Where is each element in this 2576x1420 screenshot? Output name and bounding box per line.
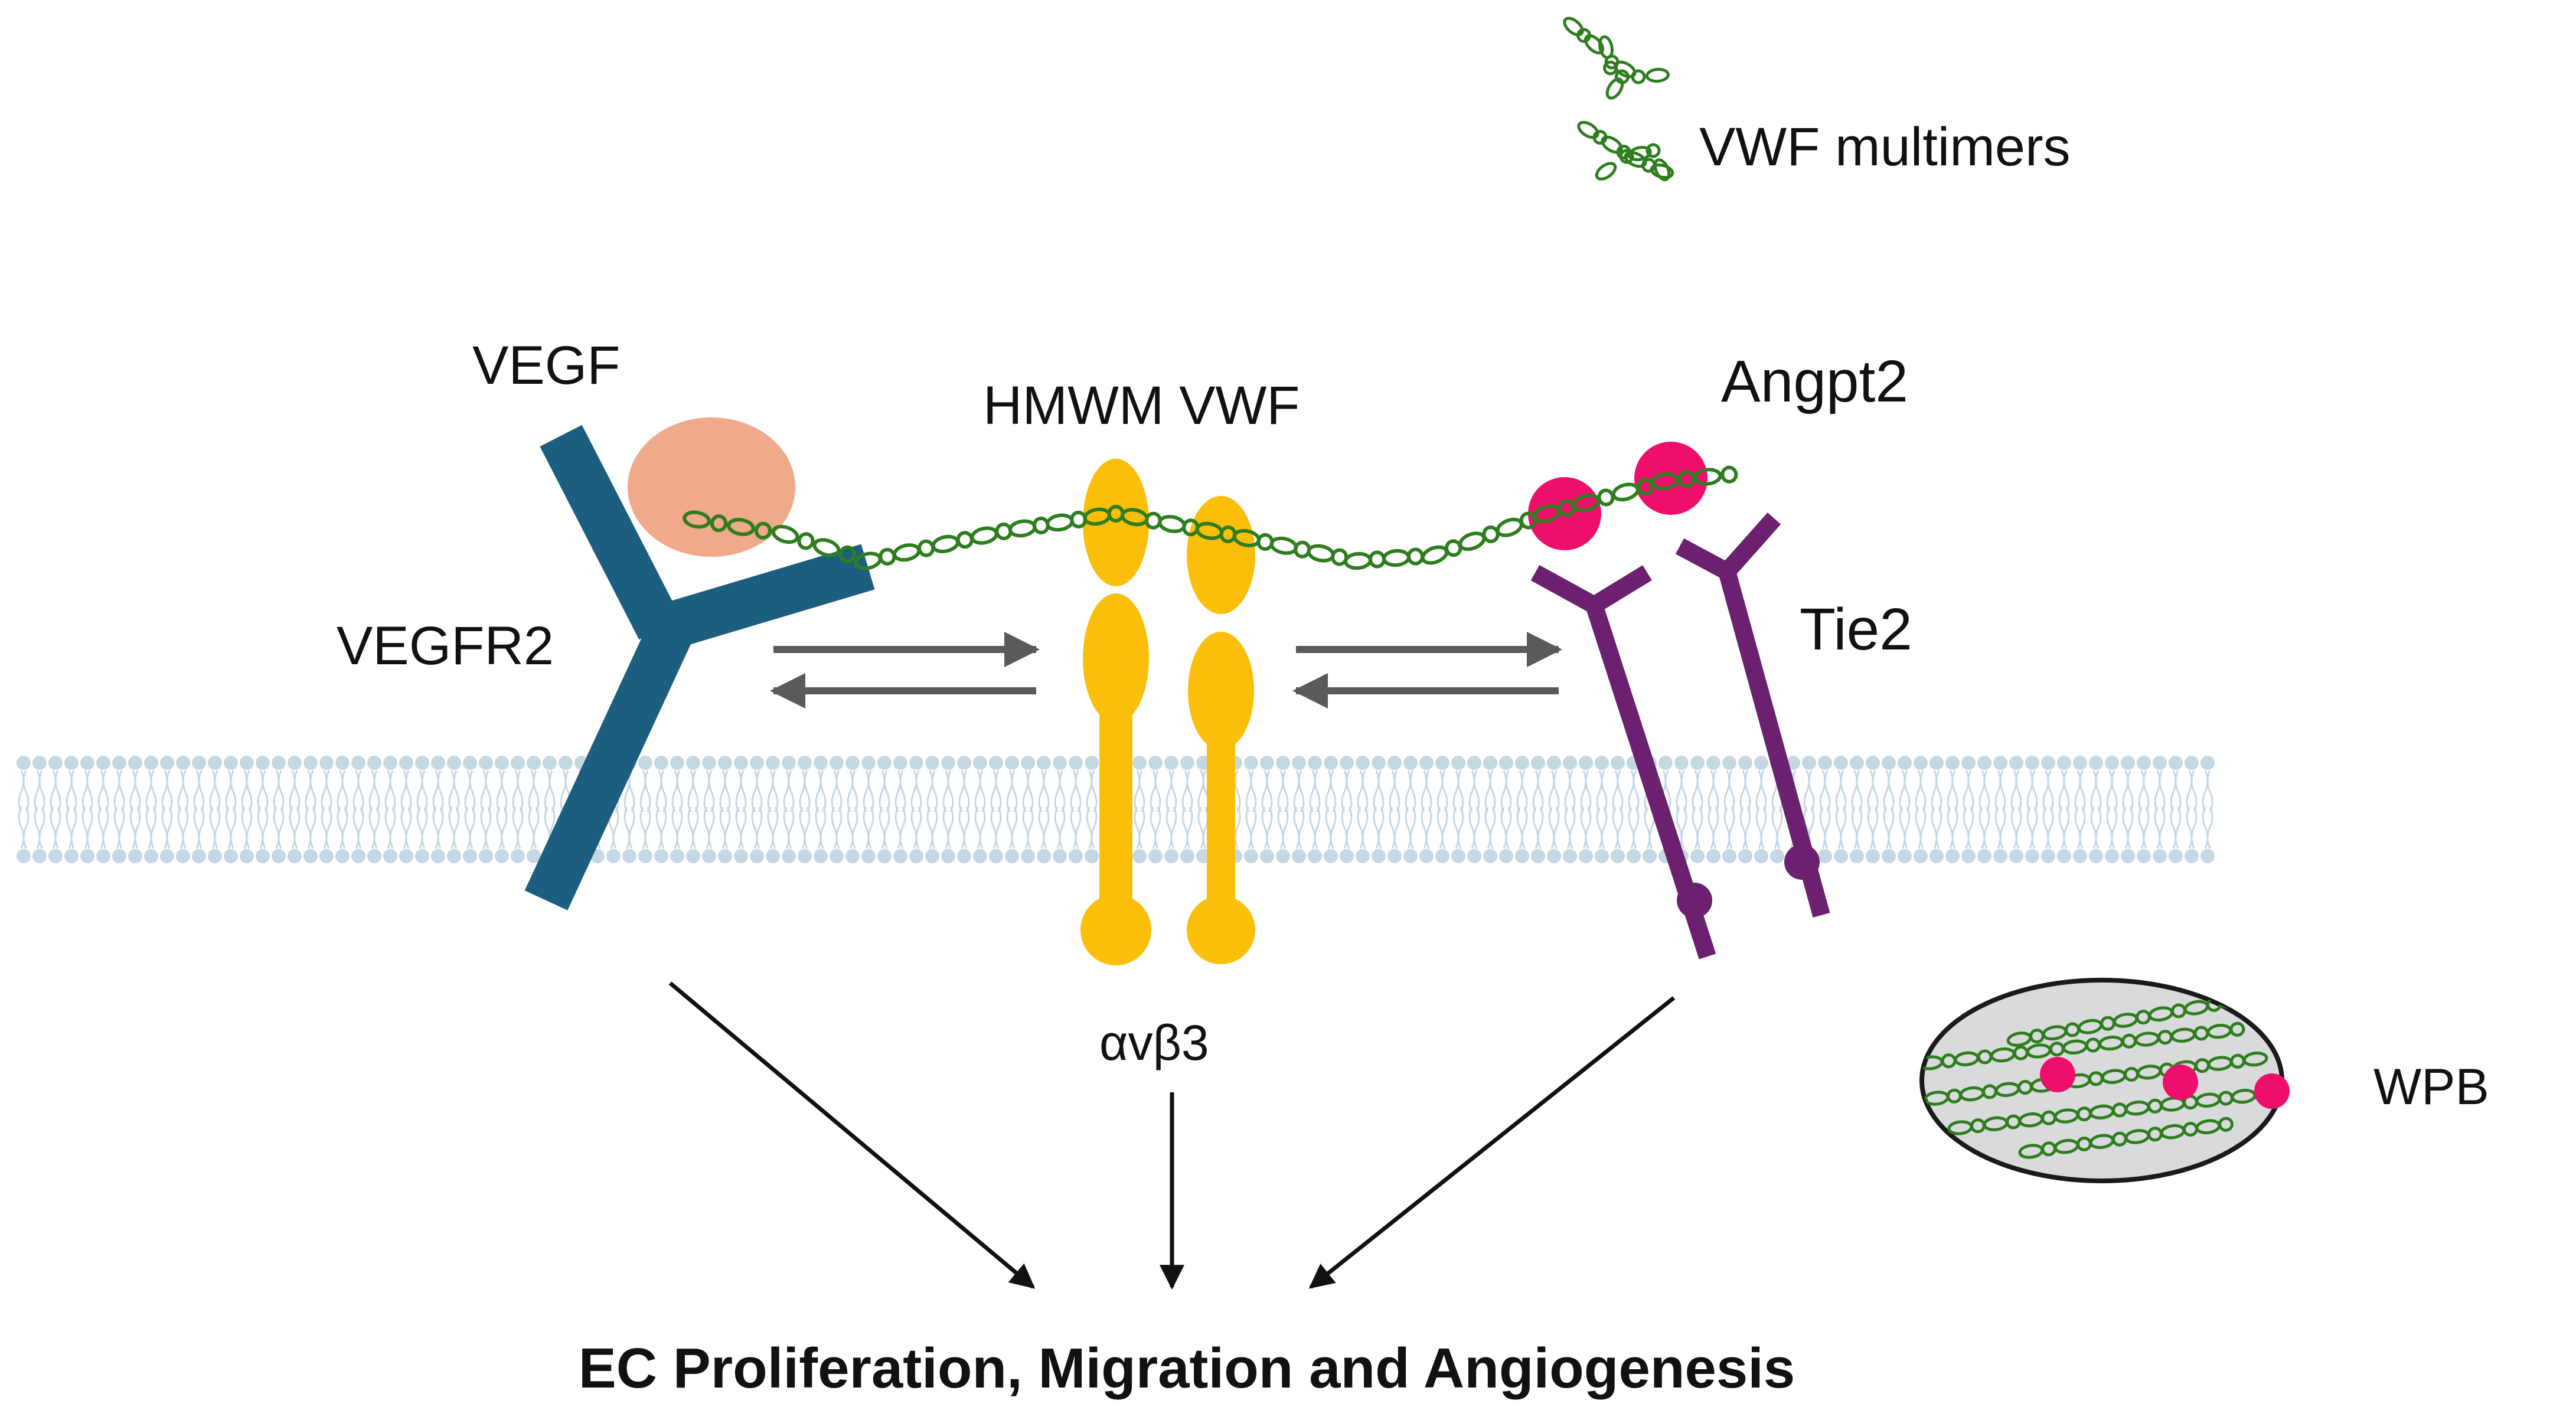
tie2-receptors xyxy=(1530,512,1830,959)
vwf-multimer-clusters xyxy=(1563,17,1674,181)
outcome-title: EC Proliferation, Migration and Angiogen… xyxy=(579,1337,1795,1400)
equilibrium-arrows xyxy=(770,632,1562,709)
vwf-multimers-label: VWF multimers xyxy=(1699,117,2071,177)
weibel-palade-body xyxy=(1919,978,2290,1183)
angpt2-ligands xyxy=(1528,442,1707,550)
integrin-label: αvβ3 xyxy=(1099,1015,1209,1070)
angpt2-label: Angpt2 xyxy=(1721,348,1908,414)
signaling-arrows xyxy=(668,981,1676,1290)
vegfr2-receptor xyxy=(524,425,875,910)
vegfr2-label: VEGFR2 xyxy=(337,616,554,676)
tie2-label: Tie2 xyxy=(1800,596,1912,662)
vegf-label: VEGF xyxy=(472,335,620,396)
integrin-avb3 xyxy=(1080,459,1255,965)
hmwm-vwf-label: HMWM VWF xyxy=(983,376,1300,436)
wpb-label: WPB xyxy=(2373,1059,2489,1115)
hmwm-vwf-chain xyxy=(683,465,1738,570)
vegf-ligand xyxy=(628,417,795,557)
